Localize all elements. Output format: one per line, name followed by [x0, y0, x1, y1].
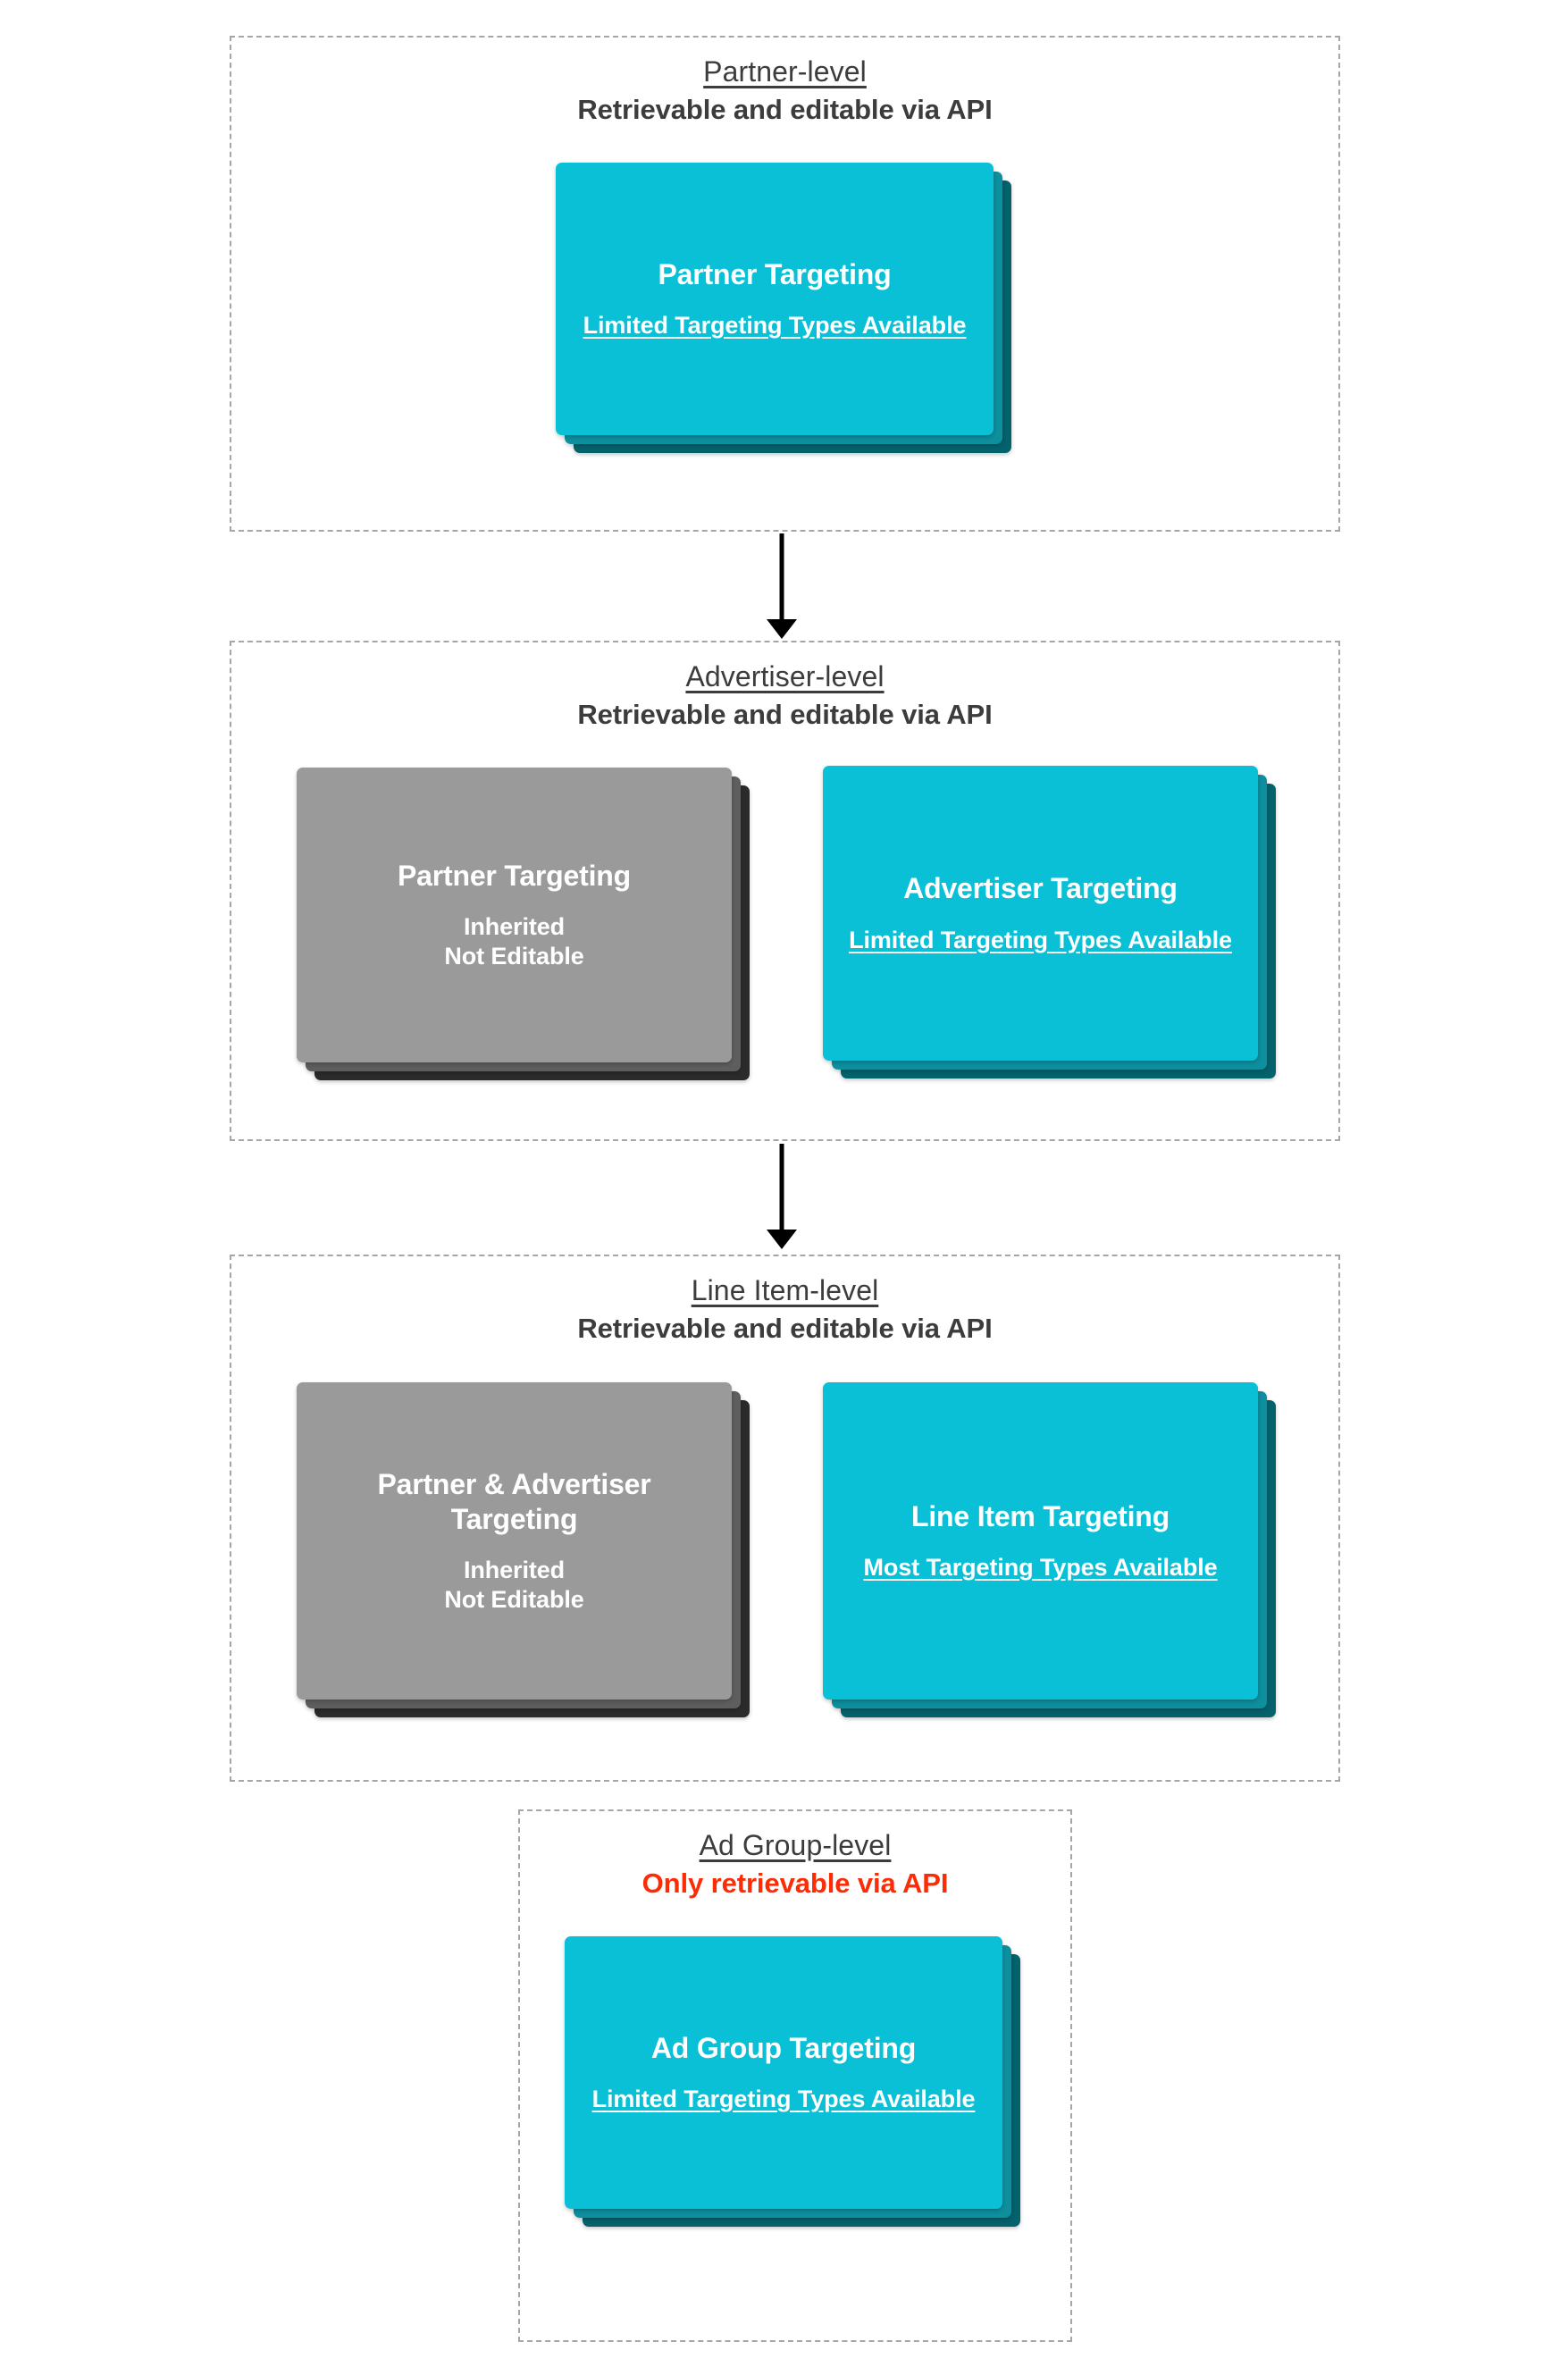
- arrow-head-icon: [767, 619, 797, 639]
- card-front-advertiser-inherited[interactable]: Partner Targeting Inherited Not Editable: [297, 768, 732, 1062]
- card-note: Limited Targeting Types Available: [583, 312, 967, 340]
- level-title-partner: Partner-level: [703, 55, 867, 88]
- card-front-line-item-targeting[interactable]: Line Item Targeting Most Targeting Types…: [823, 1382, 1258, 1700]
- card-title: Partner Targeting: [658, 257, 892, 290]
- card-stack-advertiser-targeting[interactable]: Advertiser Targeting Limited Targeting T…: [823, 766, 1276, 1079]
- connector-partner-to-advertiser: [764, 533, 800, 639]
- card-note: Limited Targeting Types Available: [849, 926, 1232, 953]
- card-title: Advertiser Targeting: [903, 872, 1178, 905]
- card-front-partner-targeting[interactable]: Partner Targeting Limited Targeting Type…: [556, 163, 994, 435]
- card-stack-line-item-inherited[interactable]: Partner & Advertiser Targeting Inherited…: [297, 1382, 750, 1722]
- level-header-advertiser: Advertiser-level Retrievable and editabl…: [231, 660, 1338, 731]
- level-header-partner: Partner-level Retrievable and editable v…: [231, 55, 1338, 126]
- connector-advertiser-to-line-item: [764, 1144, 800, 1249]
- card-note: Inherited Not Editable: [444, 1556, 584, 1613]
- card-title: Partner Targeting: [398, 859, 631, 892]
- level-panel-line-item: Line Item-level Retrievable and editable…: [230, 1255, 1340, 1782]
- level-subtitle-ad-group: Only retrievable via API: [641, 1867, 949, 1899]
- card-stack-partner-targeting[interactable]: Partner Targeting Limited Targeting Type…: [556, 163, 1011, 453]
- card-title: Partner & Advertiser Targeting: [377, 1468, 651, 1535]
- card-note: Inherited Not Editable: [444, 913, 584, 970]
- level-title-advertiser: Advertiser-level: [685, 660, 885, 692]
- card-front-line-item-inherited[interactable]: Partner & Advertiser Targeting Inherited…: [297, 1382, 732, 1700]
- card-title: Line Item Targeting: [911, 1499, 1170, 1532]
- card-stack-advertiser-inherited[interactable]: Partner Targeting Inherited Not Editable: [297, 768, 750, 1080]
- arrow-shaft: [779, 1144, 784, 1230]
- card-note: Most Targeting Types Available: [863, 1554, 1218, 1582]
- level-panel-ad-group: Ad Group-level Only retrievable via API …: [518, 1809, 1072, 2342]
- arrow-head-icon: [767, 1230, 797, 1249]
- card-stack-line-item-targeting[interactable]: Line Item Targeting Most Targeting Types…: [823, 1382, 1276, 1722]
- level-title-line-item: Line Item-level: [691, 1274, 879, 1306]
- card-note: Limited Targeting Types Available: [591, 2086, 976, 2113]
- level-header-ad-group: Ad Group-level Only retrievable via API: [520, 1829, 1070, 1900]
- level-title-ad-group: Ad Group-level: [699, 1829, 892, 1861]
- level-panel-partner: Partner-level Retrievable and editable v…: [230, 36, 1340, 532]
- card-stack-ad-group-targeting[interactable]: Ad Group Targeting Limited Targeting Typ…: [565, 1936, 1020, 2227]
- level-panel-advertiser: Advertiser-level Retrievable and editabl…: [230, 641, 1340, 1141]
- level-subtitle-line-item: Retrievable and editable via API: [577, 1312, 993, 1344]
- level-subtitle-advertiser: Retrievable and editable via API: [577, 698, 993, 730]
- card-front-advertiser-targeting[interactable]: Advertiser Targeting Limited Targeting T…: [823, 766, 1258, 1061]
- arrow-shaft: [779, 533, 784, 619]
- level-subtitle-partner: Retrievable and editable via API: [577, 93, 993, 125]
- card-front-ad-group-targeting[interactable]: Ad Group Targeting Limited Targeting Typ…: [565, 1936, 1002, 2209]
- level-header-line-item: Line Item-level Retrievable and editable…: [231, 1274, 1338, 1345]
- card-title: Ad Group Targeting: [650, 2031, 917, 2064]
